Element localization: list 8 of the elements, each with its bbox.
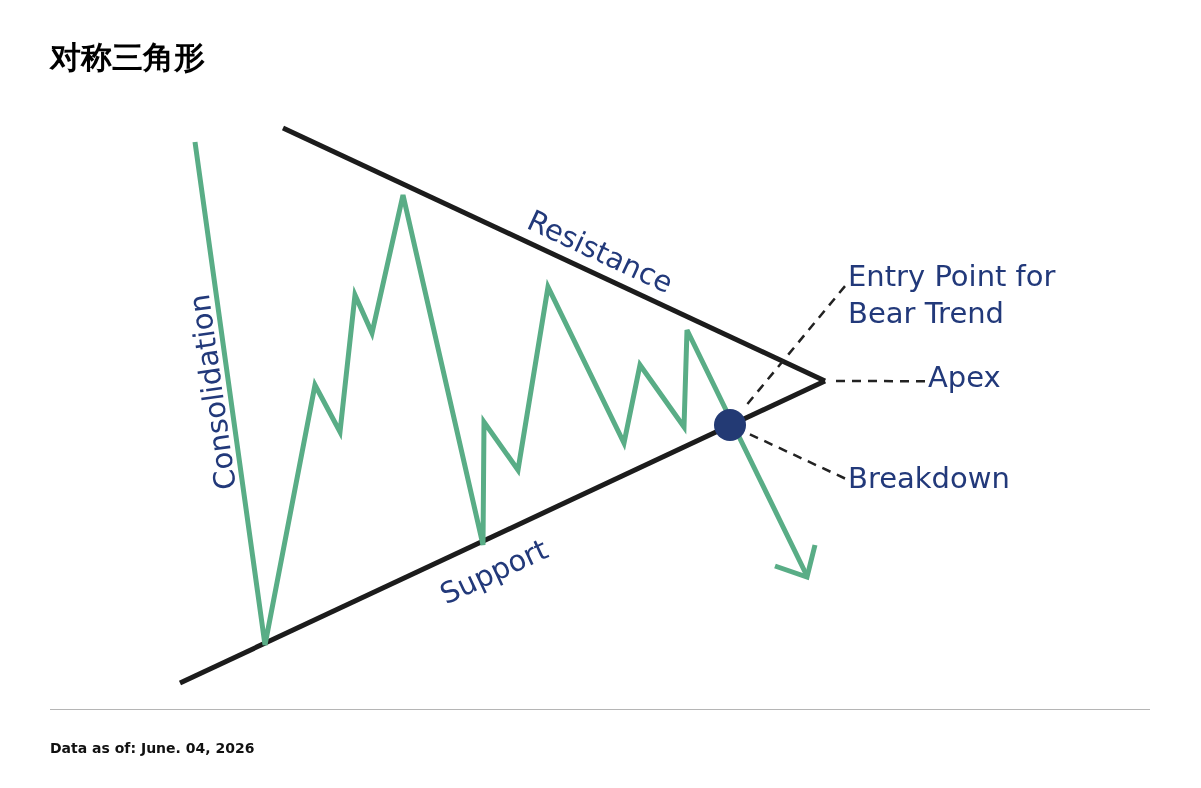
marker-dot [714,409,746,441]
annotation-label: Entry Point for Bear Trend [848,258,1088,332]
leader-line [749,433,846,480]
chart-title: 对称三角形 [50,38,205,77]
date-note: Data as of: June. 04, 2026 [50,739,255,758]
line-label: Consolidation [180,291,245,493]
annotation-label: Breakdown [848,460,1010,497]
annotation-label: Apex [928,359,1001,396]
